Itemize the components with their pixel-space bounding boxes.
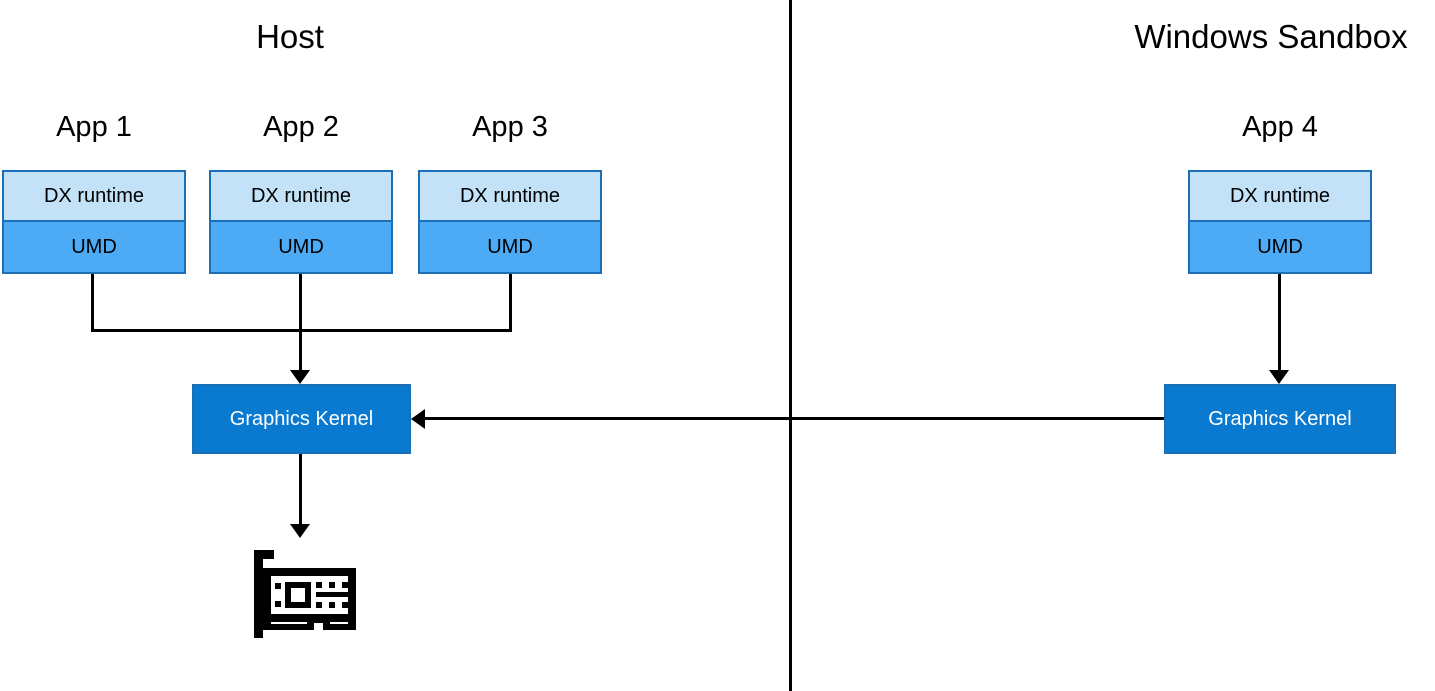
app-stack-app-2: DX runtime UMD	[209, 170, 393, 274]
app-stack-app-1: DX runtime UMD	[2, 170, 186, 274]
arrowhead-down-icon-app2-kernel	[290, 370, 310, 384]
umd-box-app-4: UMD	[1190, 222, 1370, 272]
app-label-app-2: App 2	[263, 111, 339, 143]
dx-runtime-box-app-4: DX runtime	[1190, 172, 1370, 222]
umd-box-app-3: UMD	[420, 222, 600, 272]
arrowhead-left-icon-cross-kernel	[411, 409, 425, 429]
app-label-app-1: App 1	[56, 111, 132, 143]
dx-runtime-box-app-3: DX runtime	[420, 172, 600, 222]
app-label-app-3: App 3	[472, 111, 548, 143]
graphics-kernel-box-host: Graphics Kernel	[192, 384, 411, 454]
app-stack-app-4: DX runtime UMD	[1188, 170, 1372, 274]
umd-box-app-2: UMD	[211, 222, 391, 272]
connector-app4-to-kernel	[1278, 274, 1281, 374]
connector-sandbox-to-host-kernel	[425, 417, 1164, 420]
connector-app2-to-kernel	[299, 274, 302, 374]
connector-app1-to-bus	[91, 274, 94, 332]
arrowhead-down-icon-kernel-gpu	[290, 524, 310, 538]
graphics-kernel-box-sandbox: Graphics Kernel	[1164, 384, 1396, 454]
section-title-host: Host	[256, 18, 324, 55]
dx-runtime-box-app-2: DX runtime	[211, 172, 391, 222]
dx-runtime-box-app-1: DX runtime	[4, 172, 184, 222]
gpu-card-icon	[252, 548, 362, 640]
umd-box-app-1: UMD	[4, 222, 184, 272]
section-title-windows-sandbox: Windows Sandbox	[1134, 18, 1408, 55]
arrowhead-down-icon-app4-kernel	[1269, 370, 1289, 384]
app-label-app-4: App 4	[1242, 111, 1318, 143]
host-sandbox-divider	[789, 0, 792, 691]
connector-kernel-to-gpu	[299, 454, 302, 526]
app-stack-app-3: DX runtime UMD	[418, 170, 602, 274]
connector-app3-to-bus	[509, 274, 512, 332]
